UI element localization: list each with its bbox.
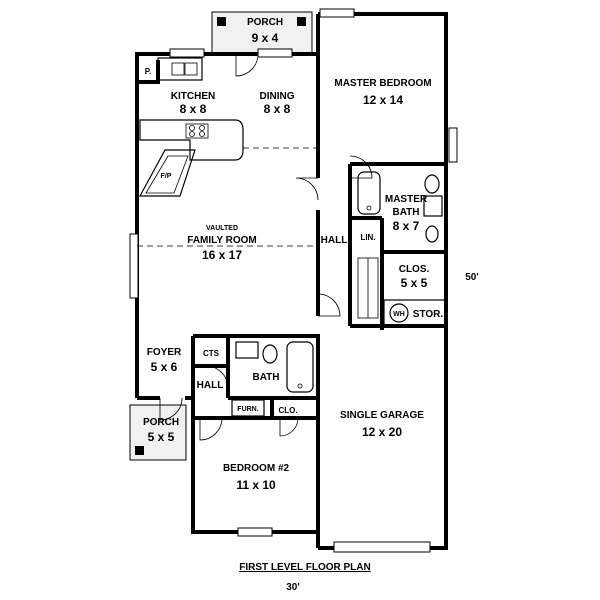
porch-top-slab — [211, 11, 313, 55]
porch-top-post-right — [297, 17, 306, 26]
hall-lower-label: HALL — [197, 380, 224, 391]
window-bedroom2 — [237, 527, 273, 537]
dining-dim: 8 x 8 — [264, 102, 291, 116]
burner-1 — [189, 125, 195, 131]
porch-front-dim: 5 x 5 — [148, 430, 175, 444]
sink-basin-2 — [184, 62, 198, 76]
width-dimension: 30' — [286, 582, 300, 593]
sink-basin-1 — [171, 62, 185, 76]
fireplace-label: F/P — [161, 173, 172, 180]
door-master — [295, 177, 319, 201]
storage-room — [383, 299, 447, 327]
tub-drain — [366, 205, 372, 211]
hall-upper-label: HALL — [321, 235, 348, 246]
porch-front-name: PORCH — [143, 417, 179, 428]
garage-dim: 12 x 20 — [362, 425, 402, 439]
master-bath-name: MASTER — [385, 194, 428, 205]
family-room-name: FAMILY ROOM — [187, 235, 256, 246]
furnace-box — [231, 399, 265, 417]
pantry-label: P. — [145, 67, 152, 76]
plan-title: FIRST LEVEL FLOOR PLAN — [239, 562, 370, 573]
storage-label: STOR. — [413, 309, 444, 320]
window-master-right — [448, 127, 458, 163]
porch-front-post — [135, 446, 144, 455]
family-room-vaulted: VAULTED — [206, 225, 238, 232]
master-toilet — [424, 174, 440, 194]
door-clo — [279, 417, 299, 437]
door-bedroom2 — [199, 417, 223, 441]
furnace-label: FURN. — [237, 406, 258, 413]
burner-4 — [199, 131, 205, 137]
master-bath-dim: 8 x 7 — [393, 219, 420, 233]
door-porch — [235, 53, 259, 77]
foyer-name: FOYER — [147, 347, 182, 358]
master-vanity — [423, 195, 443, 217]
closet-master-dim: 5 x 5 — [401, 276, 428, 290]
cts-label: CTS — [203, 349, 220, 358]
kitchen-counter-top — [157, 57, 203, 81]
bath-tub — [286, 341, 314, 393]
foyer-dim: 5 x 6 — [151, 360, 178, 374]
garage-name: SINGLE GARAGE — [340, 410, 424, 421]
bath-label: BATH — [252, 372, 279, 383]
master-bath-name2: BATH — [392, 207, 419, 218]
window-kitchen — [169, 48, 205, 58]
porch-top-dim: 9 x 4 — [252, 31, 279, 45]
porch-top-name: PORCH — [247, 17, 283, 28]
bath-vanity — [235, 341, 259, 359]
window-family-room — [129, 233, 139, 299]
door-master-bath — [349, 155, 373, 179]
master-bedroom-dim: 12 x 14 — [363, 93, 403, 107]
linen-label: LIN. — [360, 233, 375, 242]
porch-top-post-left — [217, 17, 226, 26]
kitchen-name: KITCHEN — [171, 91, 215, 102]
door-front — [159, 397, 183, 421]
master-bedroom-name: MASTER BEDROOM — [334, 78, 431, 89]
kitchen-island — [139, 119, 244, 161]
fireplace-hearth — [138, 149, 196, 197]
family-room-dim: 16 x 17 — [202, 248, 242, 262]
fireplace-inner — [145, 155, 189, 194]
water-heater-label: WH — [393, 311, 405, 318]
master-tub — [357, 171, 381, 215]
window-dining — [257, 48, 293, 58]
garage-door — [333, 541, 431, 553]
closet-bed2-label: CLO. — [278, 406, 297, 415]
water-heater-circle — [389, 303, 409, 323]
kitchen-dim: 8 x 8 — [180, 102, 207, 116]
bedroom2-name: BEDROOM #2 — [223, 463, 290, 474]
burner-3 — [189, 131, 195, 137]
door-hall-closet — [317, 293, 341, 317]
bedroom2-dim: 11 x 10 — [236, 478, 276, 492]
bath-toilet — [262, 344, 278, 364]
depth-dimension: 50' — [465, 272, 479, 283]
dining-name: DINING — [260, 91, 295, 102]
door-bath — [205, 365, 229, 389]
burner-2 — [199, 125, 205, 131]
bath-tub-drain — [297, 383, 303, 389]
master-sink — [425, 225, 439, 243]
window-master-top — [319, 8, 355, 18]
cooktop — [185, 123, 209, 139]
closet-master-name: CLOS. — [399, 264, 430, 275]
